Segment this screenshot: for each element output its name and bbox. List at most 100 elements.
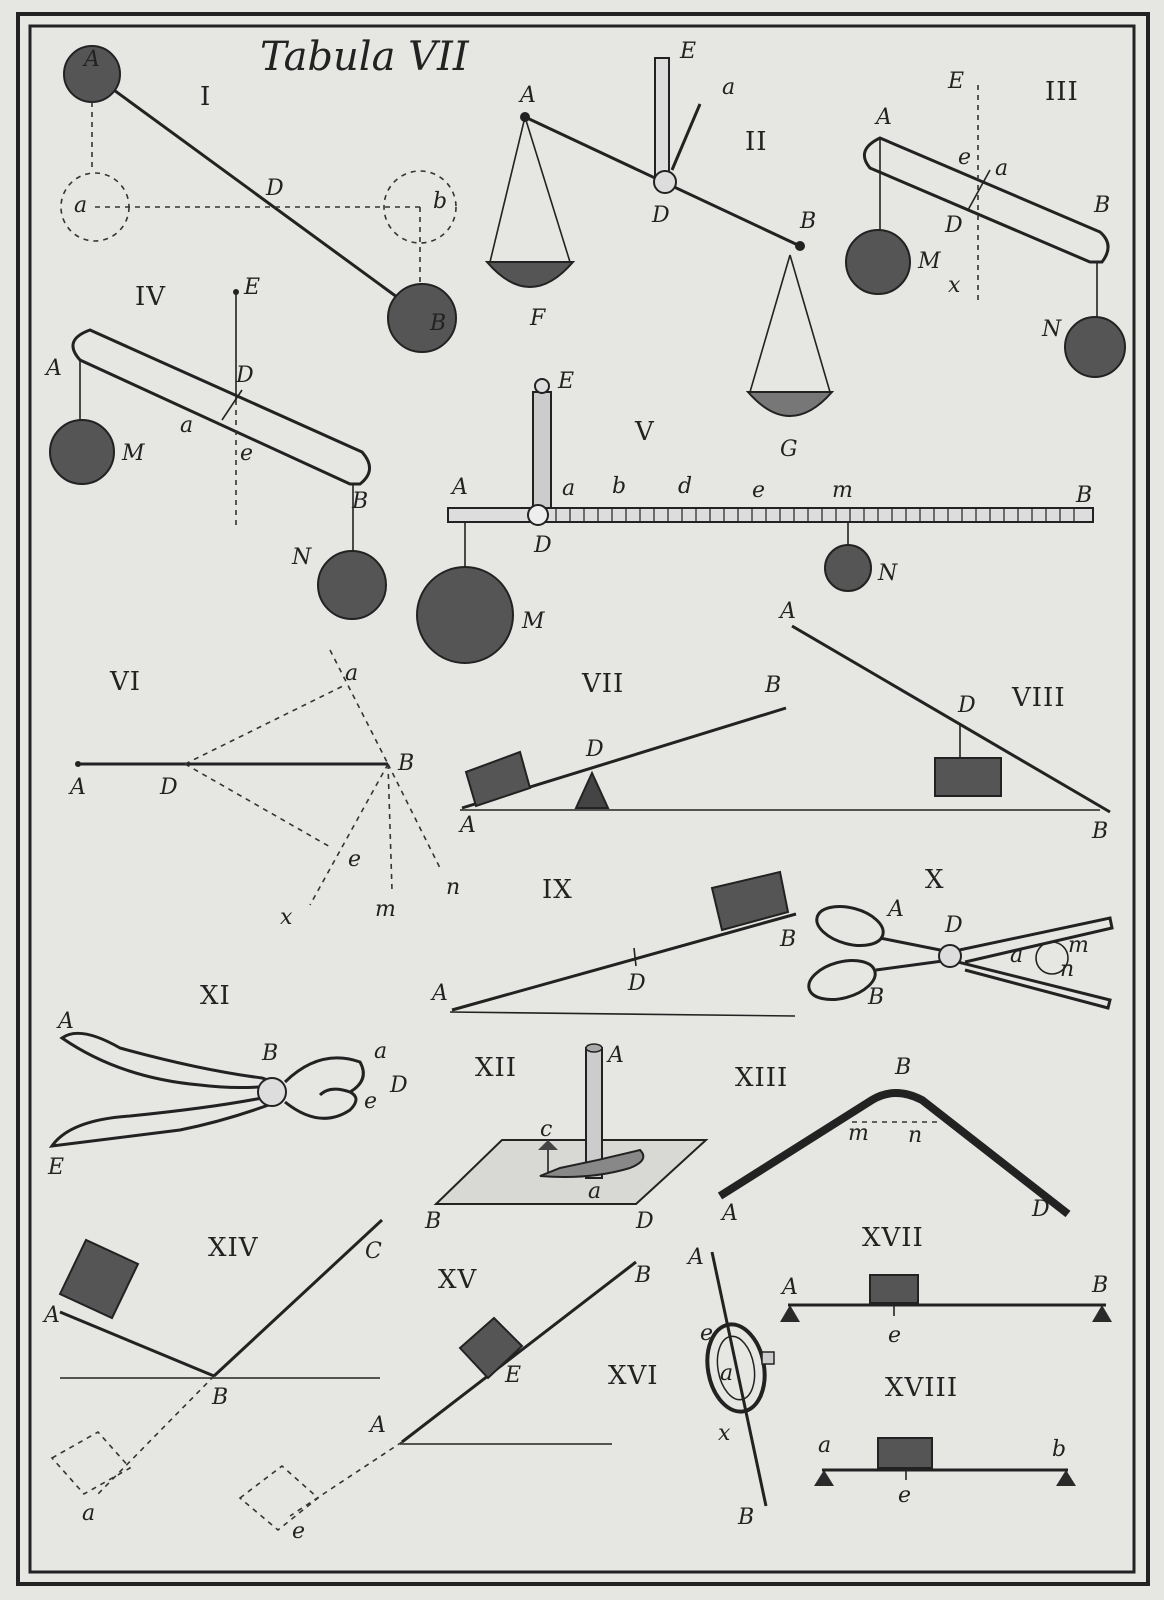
fig6-label-D: D [159,775,178,800]
figure-XII: XII A B D a c [424,1043,709,1234]
numeral-IX: IX [542,875,573,905]
fig3-label-D: D [944,213,963,238]
fig15-label-B: B [634,1263,651,1288]
fig1-label-b: b [433,189,447,214]
fig11-label-A: A [56,1009,74,1034]
fig6-label-A: A [68,775,86,800]
fig16-label-B: B [737,1505,754,1530]
fig14-label-A: A [42,1303,60,1328]
figure-III: III A B D E M N a e x [845,69,1126,378]
fig11-label-E: E [47,1155,64,1180]
numeral-XVI: XVI [608,1361,659,1391]
fig13-label-m: m [848,1121,869,1146]
fig6-label-n: n [446,875,460,900]
numeral-XVIII: XVIII [885,1373,958,1403]
fig12-label-A: A [606,1043,624,1068]
fig2-label-A: A [518,83,536,108]
fig6-label-m: m [375,897,396,922]
fig6-label-a: a [345,661,358,686]
fig5-label-m: m [832,478,853,503]
fig3-label-M: M [917,249,941,274]
fig11-label-a: a [374,1039,387,1064]
numeral-XI: XI [200,981,231,1011]
fig10-label-A: A [886,897,904,922]
fig14-label-B: B [211,1385,228,1410]
fig11-label-e: e [364,1089,377,1114]
fig10-label-m: m [1068,933,1089,958]
weight-sphere-N [1064,316,1126,378]
fig4-label-B: B [351,489,368,514]
fig1-label-a: a [74,193,87,218]
numeral-V: V [634,417,655,447]
numeral-XIII: XIII [735,1063,788,1093]
numeral-III: III [1045,77,1079,107]
figure-VII: VII A B D [458,669,1100,838]
fig2-label-D: D [651,203,670,228]
fig5-label-b: b [612,474,626,499]
fig5-label-d: d [678,474,692,499]
figure-IV: IV A B D E M N a e [44,275,387,620]
graduated-lever [447,507,1094,523]
numeral-II: II [745,127,768,157]
fig12-label-D: D [635,1209,654,1234]
fig14-label-a: a [82,1501,95,1526]
figure-XV: XV A B E e [238,1260,651,1544]
fig7-label-D: D [585,737,604,762]
figure-XVII: XVII A B e [780,1223,1112,1348]
figure-IX: IX A B D [430,870,797,1017]
fig12-label-B: B [424,1209,441,1234]
fig6-label-B: B [397,751,414,776]
numeral-XVII: XVII [862,1223,924,1253]
fig3-label-N: N [1041,317,1062,342]
fig7-label-A: A [458,813,476,838]
figure-XVI: XVI A B a e x [608,1245,775,1530]
weight-sphere-B [387,283,457,353]
fig1-label-D: D [265,176,284,201]
fig2-label-a: a [722,75,735,100]
fig5-label-M: M [521,609,545,634]
numeral-IV: IV [135,282,166,312]
fig6-label-e: e [348,847,361,872]
fig12-label-a: a [588,1179,601,1204]
weight-sphere-N [317,550,387,620]
fig7-label-B: B [764,673,781,698]
fig8-label-B: B [1091,819,1108,844]
fig4-label-a: a [180,413,193,438]
fig5-label-a: a [562,476,575,501]
figure-II: II A B D E F G a [484,39,835,462]
fig4-label-A: A [44,356,62,381]
fig8-label-A: A [778,599,796,624]
fig11-label-D: D [389,1073,408,1098]
figure-I: I A B D a b [60,45,457,353]
weight-sphere-M [49,419,115,485]
fig16-label-x: x [718,1421,731,1446]
fig11-label-B: B [261,1041,278,1066]
fig13-label-D: D [1031,1197,1050,1222]
fig17-label-B: B [1091,1273,1108,1298]
fig9-label-A: A [430,981,448,1006]
fig6-label-x: x [280,905,293,930]
inner-border [28,24,1136,1574]
fig3-label-B: B [1093,193,1110,218]
fig12-label-c: c [540,1117,552,1142]
fig5-label-E: E [557,369,574,394]
weight-sphere-N [824,544,872,592]
fig9-label-D: D [627,971,646,996]
fig5-label-e: e [752,478,765,503]
fig10-label-B: B [867,985,884,1010]
figure-XVIII: XVIII a b e [814,1373,1076,1508]
figure-XI: XI A B D E a e [47,981,408,1180]
numeral-VI: VI [109,667,141,697]
fig10-label-a: a [1010,943,1023,968]
fig15-label-A: A [368,1413,386,1438]
outer-border [16,12,1150,1586]
numeral-VII: VII [581,669,624,699]
numeral-XIV: XIV [208,1233,259,1263]
numeral-X: X [925,865,945,895]
numeral-I: I [200,82,211,112]
fig10-label-n: n [1060,957,1074,982]
figure-XIII: XIII A B D m n [717,1055,1071,1226]
fig4-label-M: M [121,441,145,466]
fig10-label-D: D [944,913,963,938]
